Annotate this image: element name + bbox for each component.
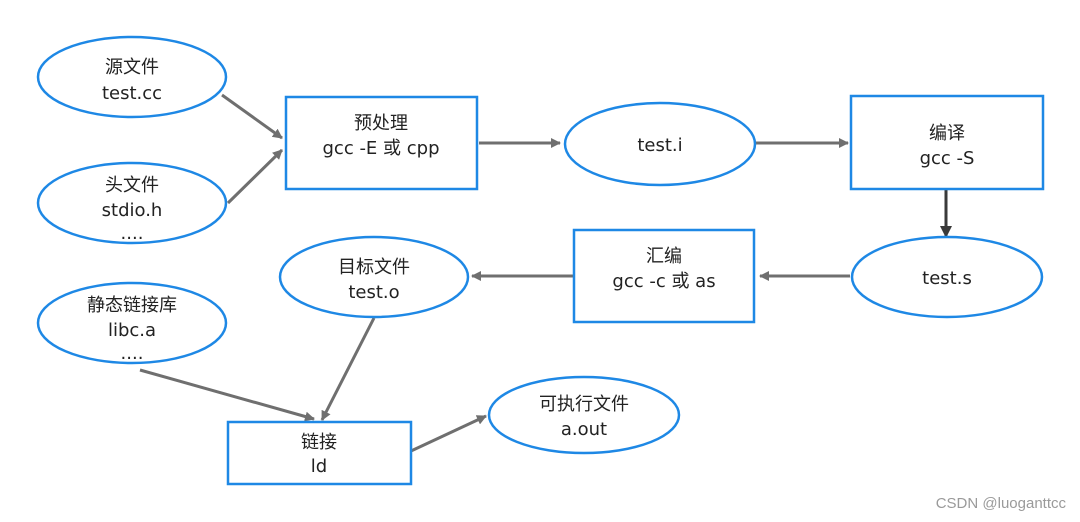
executable-filename: a.out xyxy=(561,419,607,440)
header-ellipse xyxy=(36,161,228,245)
node-compile: 编译 gcc -S xyxy=(849,94,1045,191)
test-i-label: test.i xyxy=(637,135,682,156)
source-filename: test.cc xyxy=(102,83,162,104)
object-label: 目标文件 xyxy=(338,257,410,278)
edge-object-to-link xyxy=(320,317,376,421)
header-ellipsis: .... xyxy=(121,223,144,244)
node-test-s: test.s xyxy=(850,235,1044,319)
assemble-label: 汇编 xyxy=(646,246,682,267)
object-ellipse xyxy=(278,235,470,319)
static-lib-ellipsis: .... xyxy=(121,343,144,364)
test-s-label: test.s xyxy=(922,268,972,289)
header-filename: stdio.h xyxy=(102,200,163,221)
preprocess-command: gcc -E 或 cpp xyxy=(323,138,440,159)
header-label: 头文件 xyxy=(105,175,159,196)
test-s-ellipse xyxy=(850,235,1044,319)
assemble-command: gcc -c 或 as xyxy=(612,271,715,292)
edge-link-to-executable xyxy=(410,414,487,453)
edge-header-to-preprocess xyxy=(226,148,284,205)
node-executable: 可执行文件 a.out xyxy=(487,375,681,455)
assemble-box xyxy=(572,228,756,324)
static-lib-label: 静态链接库 xyxy=(87,295,177,316)
edge-static-lib-to-link xyxy=(139,368,315,422)
link-command: ld xyxy=(311,456,327,477)
static-lib-filename: libc.a xyxy=(108,320,156,341)
compile-label: 编译 xyxy=(929,123,965,144)
compile-command: gcc -S xyxy=(920,148,975,169)
compile-box xyxy=(849,94,1045,191)
preprocess-label: 预处理 xyxy=(354,113,408,134)
edges xyxy=(139,93,952,453)
source-ellipse xyxy=(36,35,228,119)
preprocess-box xyxy=(284,95,479,191)
executable-ellipse xyxy=(487,375,681,455)
node-object: 目标文件 test.o xyxy=(278,235,470,319)
edge-source-to-preprocess xyxy=(221,93,283,140)
static-lib-ellipse xyxy=(36,281,228,365)
node-header: 头文件 stdio.h .... xyxy=(36,161,228,245)
node-preprocess: 预处理 gcc -E 或 cpp xyxy=(284,95,479,191)
source-label: 源文件 xyxy=(105,57,159,78)
node-source: 源文件 test.cc xyxy=(36,35,228,119)
node-static-lib: 静态链接库 libc.a .... xyxy=(36,281,228,365)
test-i-ellipse xyxy=(563,101,757,187)
watermark: CSDN @luoganttcc xyxy=(935,495,1066,512)
node-link: 链接 ld xyxy=(226,420,413,486)
object-filename: test.o xyxy=(348,282,399,303)
executable-label: 可执行文件 xyxy=(539,394,629,415)
node-assemble: 汇编 gcc -c 或 as xyxy=(572,228,756,324)
node-test-i: test.i xyxy=(563,101,757,187)
link-label: 链接 xyxy=(301,432,337,453)
link-box xyxy=(226,420,413,486)
